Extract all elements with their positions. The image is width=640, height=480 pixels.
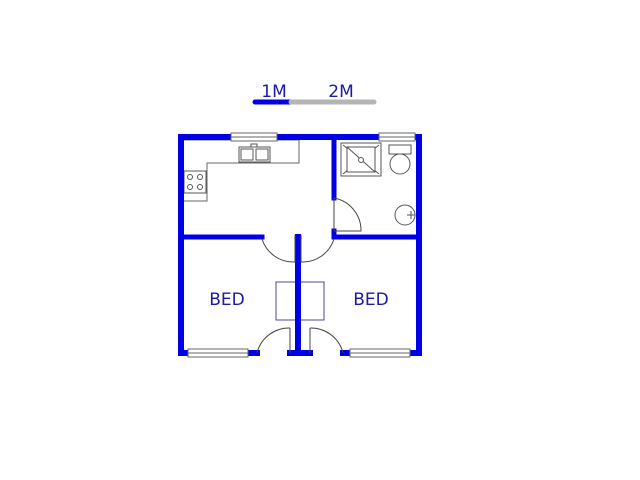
stove [183,170,207,194]
window-bedroom-right [349,348,411,358]
scale-bar: 1M 2M [252,82,377,105]
shower [340,142,382,177]
basin [394,204,416,226]
walls [178,134,422,356]
toilet [388,144,412,175]
windows [187,132,416,358]
room-label-bed-right: BED [353,290,389,310]
door-bedroom-right [300,235,335,263]
room-label-bed-left: BED [209,290,245,310]
window-bedroom-left [187,348,249,358]
kitchen-sink [238,143,271,163]
window-bathroom [378,132,416,142]
door-bathroom [333,197,362,232]
door-bedroom-left [261,235,296,263]
window-kitchen [230,132,278,142]
door-entrance-right [309,327,344,354]
scale-label-1m: 1M [261,82,286,102]
doors [256,197,362,354]
scale-label-2m: 2M [328,82,353,102]
door-entrance-left [256,327,291,354]
